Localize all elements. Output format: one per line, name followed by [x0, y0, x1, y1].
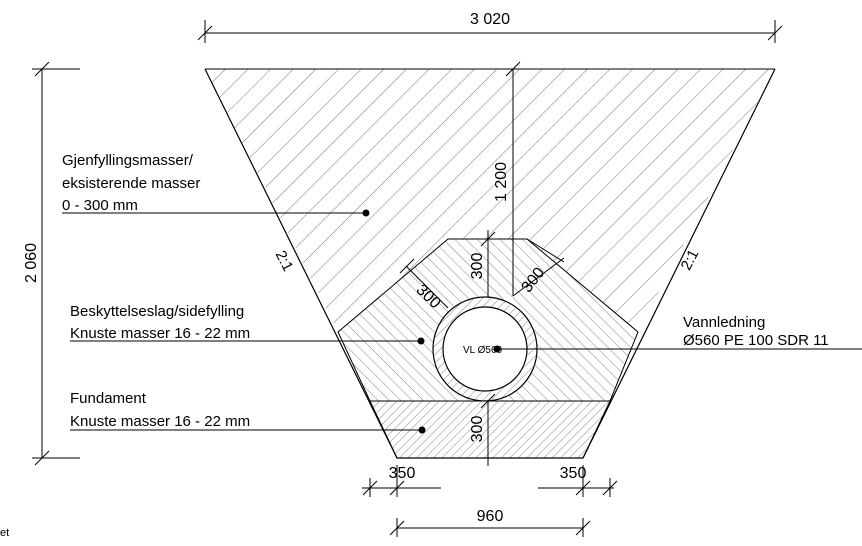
svg-text:Gjenfyllingsmasser/: Gjenfyllingsmasser/ [62, 152, 194, 169]
total-height-dimension: 2 060 [23, 61, 80, 466]
svg-text:3 020: 3 020 [470, 11, 510, 28]
bedding-above-dimension: 300 [469, 230, 496, 297]
pipe-inner-label: VL Ø560 [463, 345, 503, 356]
svg-text:Vannledning: Vannledning [683, 314, 765, 331]
svg-text:eksisterende masser: eksisterende masser [62, 175, 200, 192]
svg-text:350: 350 [560, 465, 587, 482]
svg-text:300: 300 [469, 416, 486, 443]
backfill-label: Gjenfyllingsmasser/ eksisterende masser … [62, 152, 370, 217]
trench-outline [204, 68, 776, 459]
svg-text:0 - 300 mm: 0 - 300 mm [62, 197, 138, 214]
foundation-label: Fundament Knuste masser 16 - 22 mm [70, 390, 426, 434]
bottom-right-dimension: 350 [538, 465, 618, 497]
foundation-height-dimension: 300 [469, 393, 496, 466]
svg-text:300: 300 [469, 253, 486, 280]
svg-text:2 060: 2 060 [23, 243, 40, 283]
svg-text:Ø560 PE 100 SDR 11: Ø560 PE 100 SDR 11 [683, 332, 829, 349]
bottom-left-dimension: 350 [362, 465, 441, 497]
top-width-dimension: 3 020 [197, 11, 783, 43]
svg-text:Knuste masser 16 - 22 mm: Knuste masser 16 - 22 mm [70, 413, 250, 430]
bottom-width-dimension: 960 [389, 508, 591, 537]
cover-height-dimension: 1 200 [493, 61, 521, 296]
svg-text:960: 960 [477, 508, 504, 525]
svg-text:350: 350 [389, 465, 416, 482]
slope-left-label: 2:1 [272, 248, 297, 274]
pipe-label: Vannledning Ø560 PE 100 SDR 11 [493, 314, 862, 353]
slope-right-label: 2:1 [678, 247, 703, 273]
bedding-label: Beskyttelseslag/sidefylling Knuste masse… [70, 303, 425, 345]
svg-text:Beskyttelseslag/sidefylling: Beskyttelseslag/sidefylling [70, 303, 244, 320]
svg-text:Knuste masser 16 - 22 mm: Knuste masser 16 - 22 mm [70, 325, 250, 342]
svg-text:Fundament: Fundament [70, 390, 147, 407]
svg-text:1 200: 1 200 [493, 162, 510, 202]
backfill-zone [205, 69, 775, 401]
edge-text-fragment: et [0, 527, 9, 539]
